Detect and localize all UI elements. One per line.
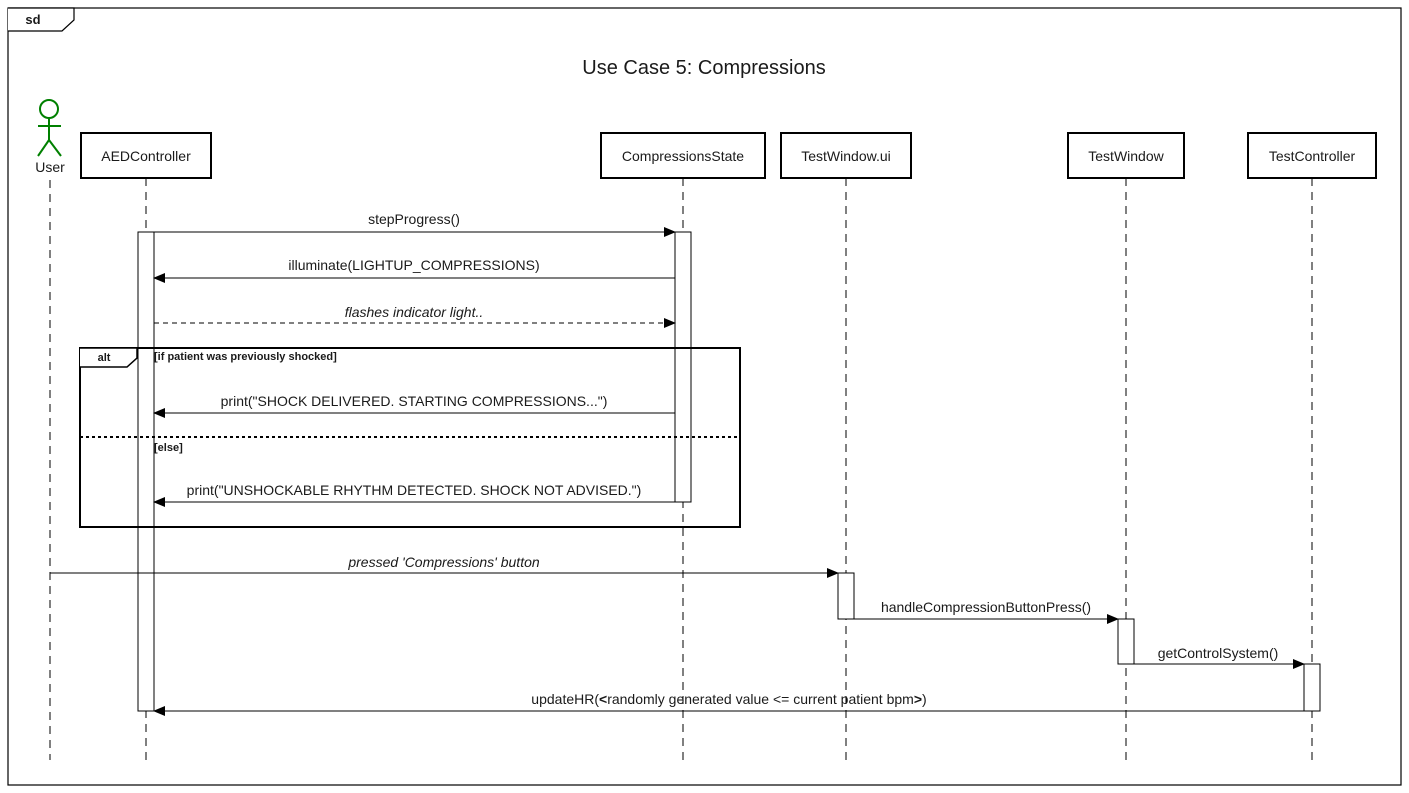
- message-label-updatehr: updateHR(<randomly generated value <= cu…: [531, 691, 926, 707]
- message-label-getcontrol: getControlSystem(): [1158, 645, 1279, 661]
- participant-aedcontroller-label: AEDController: [101, 148, 191, 164]
- message-label-pressed: pressed 'Compressions' button: [347, 554, 540, 570]
- message-label-stepprogress: stepProgress(): [368, 211, 460, 227]
- participant-testwindow-ui: [780, 132, 912, 179]
- message-label-print-shock: print("SHOCK DELIVERED. STARTING COMPRES…: [221, 393, 608, 409]
- message-label-flashes: flashes indicator light..: [345, 304, 484, 320]
- alt-operator-label: alt: [98, 352, 111, 364]
- message-label-print-unshockable: print("UNSHOCKABLE RHYTHM DETECTED. SHOC…: [187, 482, 642, 498]
- message-label-illuminate: illuminate(LIGHTUP_COMPRESSIONS): [288, 257, 539, 273]
- user-actor: User: [35, 99, 65, 175]
- tc-activation: [1303, 663, 1321, 712]
- participant-compressionsstate: [600, 132, 766, 179]
- tw-activation: [1117, 618, 1135, 665]
- message-label-handle: handleCompressionButtonPress(): [881, 599, 1091, 615]
- user-actor-head-icon: [39, 99, 59, 119]
- aed-activation: [137, 231, 155, 712]
- participant-aedcontroller: [80, 132, 212, 179]
- frame-tag: sd: [25, 12, 40, 27]
- participant-testcontroller-label: TestController: [1269, 148, 1356, 164]
- participant-testwindow-ui-label: TestWindow.ui: [801, 148, 890, 164]
- cs-activation: [674, 231, 692, 503]
- alt-guard-1: [if patient was previously shocked]: [154, 351, 337, 363]
- user-actor-label: User: [35, 159, 65, 175]
- diagram-title: Use Case 5: Compressions: [582, 57, 825, 79]
- alt-guard-2: [else]: [154, 442, 183, 454]
- diagram-frame: [7, 7, 1402, 786]
- participant-testwindow-label: TestWindow: [1088, 148, 1164, 164]
- twui-activation: [837, 572, 855, 620]
- participant-compressionsstate-label: CompressionsState: [622, 148, 744, 164]
- frame-tag-box: [8, 7, 75, 32]
- alt-operator-tag: [80, 347, 138, 368]
- participant-testcontroller: [1247, 132, 1377, 179]
- participant-testwindow: [1067, 132, 1185, 179]
